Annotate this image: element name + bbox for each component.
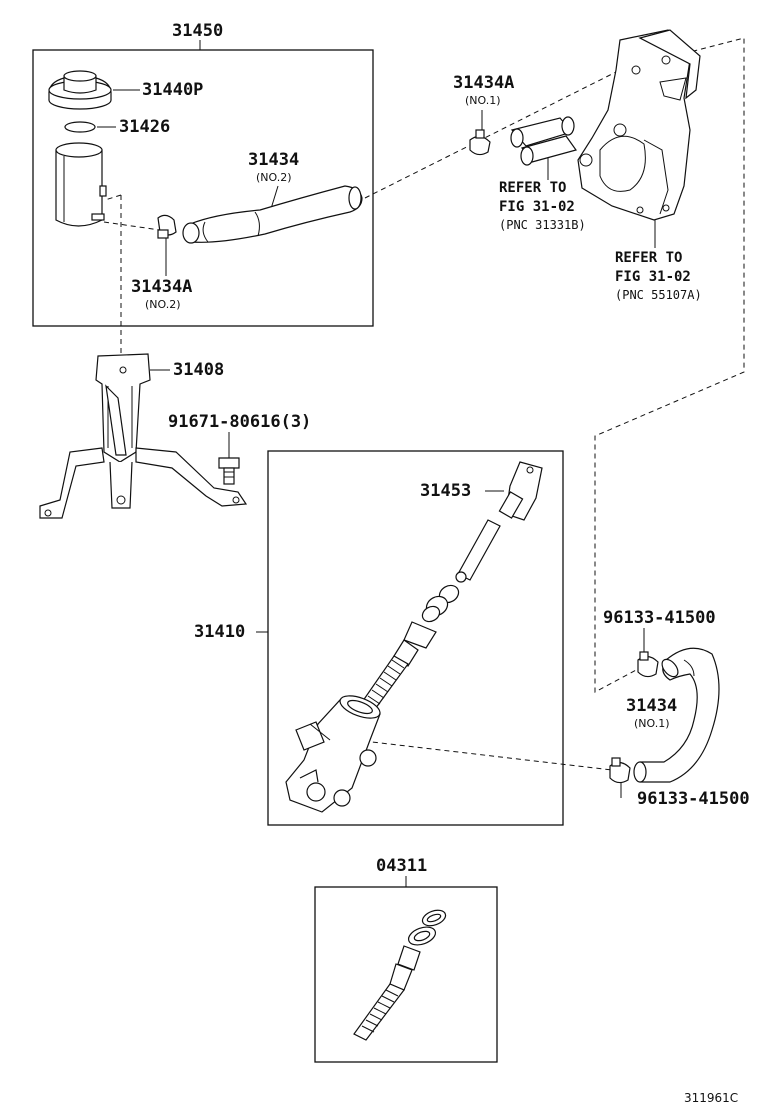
reference-note-31331b-line1: REFER TO [499,180,567,196]
label-31453: 31453 [420,481,472,501]
sublabel-31434-no2: (NO.2) [256,171,292,184]
reference-note-55107a: REFER TO FIG 31-02 (PNC 55107A) [615,249,702,303]
reference-note-31331b: REFER TO FIG 31-02 (PNC 31331B) [499,179,586,233]
group-box-31450 [32,49,374,327]
label-31434-no1: 31434 [626,696,678,716]
pedal-bracket [577,29,701,221]
sublabel-31434a-no1: (NO.1) [465,94,501,107]
label-31426: 31426 [119,117,171,137]
reference-note-31331b-line3: (PNC 31331B) [499,217,586,232]
reservoir-hose [182,185,363,244]
sublabel-31434a-no2: (NO.2) [145,298,181,311]
label-31410: 31410 [194,622,246,642]
reservoir-body [55,142,107,227]
dashed-connection-lines [103,37,745,771]
reference-note-55107a-line3: (PNC 55107A) [615,287,702,302]
label-31434-no2: 31434 [248,150,300,170]
repair-kit-parts [353,909,447,1041]
reservoir-cap [48,70,112,110]
hose-clamp-top [469,129,491,156]
hose-clamp-upper-right [637,651,659,678]
group-box-31410 [267,450,564,826]
label-31434a-no2: 31434A [131,277,193,297]
label-91671: 91671-80616(3) [168,412,312,432]
hose-clamp-left [157,214,177,239]
reference-note-31331b-line2: FIG 31-02 [499,198,575,215]
label-31450: 31450 [172,21,224,41]
reservoir-gasket [64,121,96,133]
reservoir-bracket [39,353,248,519]
diagram-code: 311961C [684,1091,739,1105]
push-rod [455,461,543,583]
label-31440p: 31440P [142,80,204,100]
hose-clamp-lower-right [609,757,631,784]
label-04311: 04311 [376,856,428,876]
master-cylinder-body [285,695,381,813]
return-hose [633,647,720,783]
piston-seals [421,584,460,623]
reference-note-55107a-line1: REFER TO [615,250,683,266]
mounting-bolt [218,457,240,485]
label-96133-upper: 96133-41500 [603,608,716,628]
label-31408: 31408 [173,360,225,380]
reference-note-55107a-line2: FIG 31-02 [615,268,691,285]
label-31434a-no1: 31434A [453,73,515,93]
piston-spring-assembly [357,621,437,717]
label-96133-lower: 96133-41500 [637,789,750,809]
master-cylinder-fitting [510,116,577,166]
sublabel-31434-no1: (NO.1) [634,717,670,730]
